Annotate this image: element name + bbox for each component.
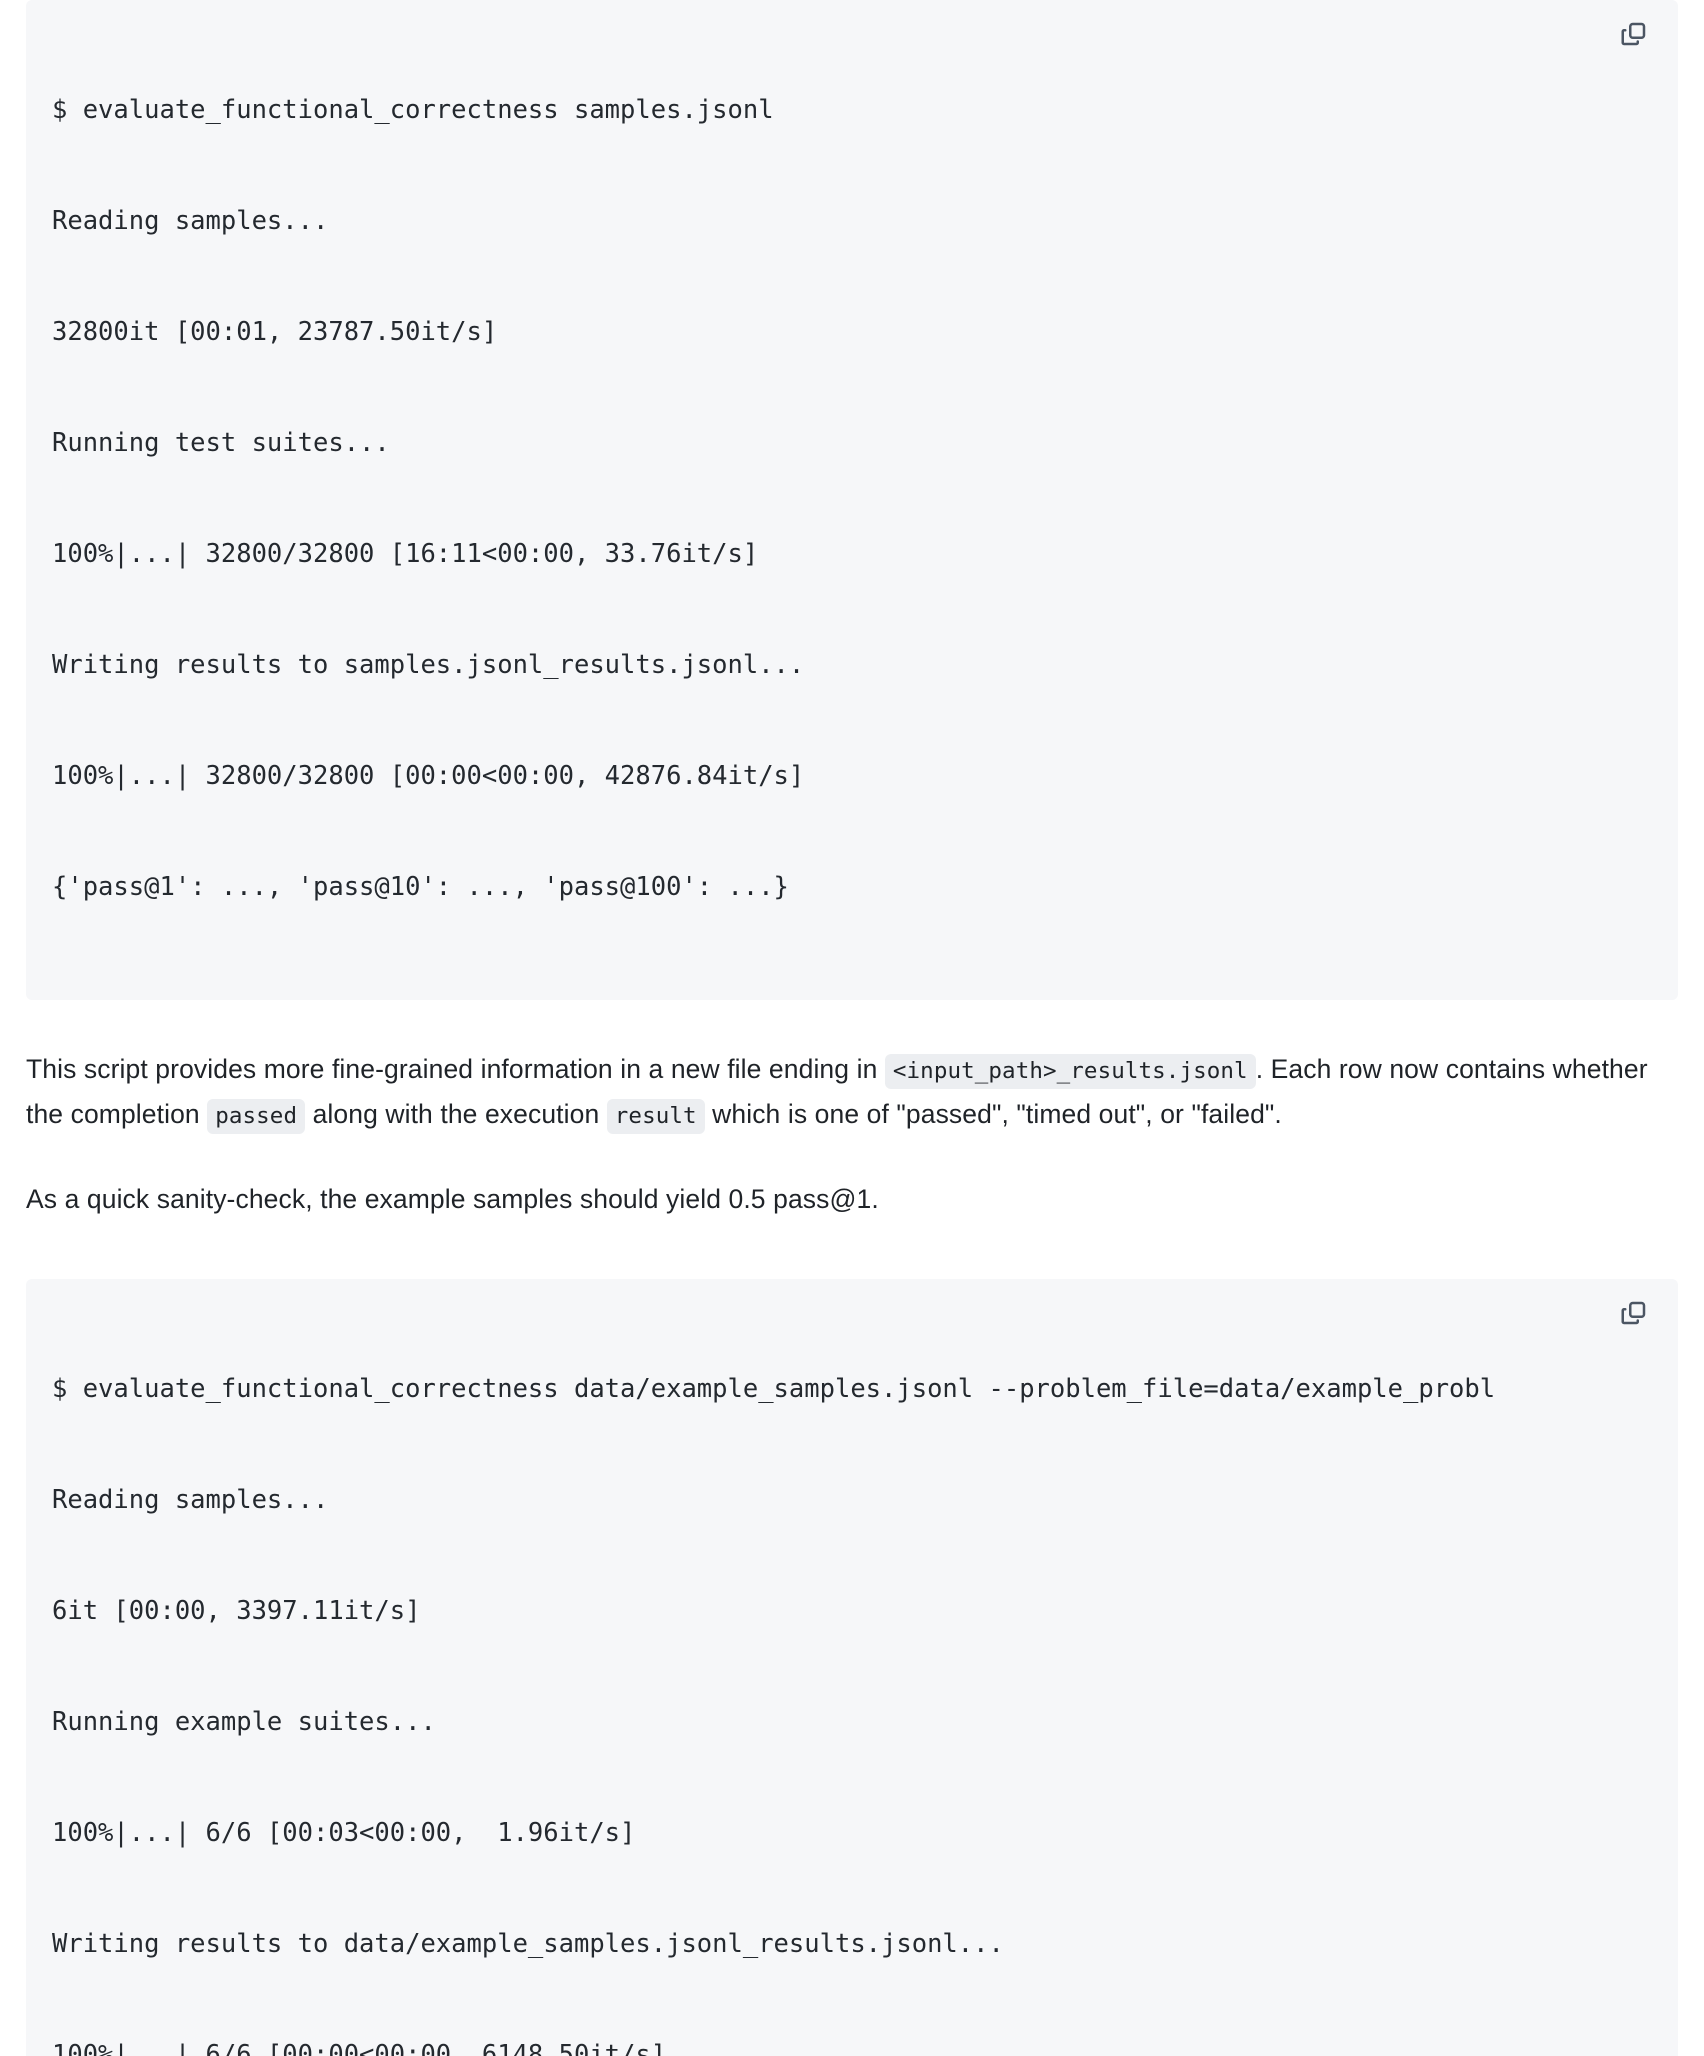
paragraph-text-part-4: which is one of "passed", "timed out", o…: [704, 1099, 1282, 1129]
paragraph-text-part-3: along with the execution: [305, 1099, 607, 1129]
code-line: Running example suites...: [52, 1707, 436, 1737]
code-line: $ evaluate_functional_correctness sample…: [52, 95, 774, 125]
copy-icon-button-2[interactable]: [1616, 1295, 1652, 1331]
inline-code-result: result: [606, 1099, 705, 1134]
inline-code-passed: passed: [207, 1099, 306, 1134]
code-line: Writing results to data/example_samples.…: [52, 1929, 1004, 1959]
code-line: Writing results to samples.jsonl_results…: [52, 650, 805, 680]
code-line: {'pass@1': ..., 'pass@10': ..., 'pass@10…: [52, 872, 789, 902]
code-line: 100%|...| 6/6 [00:00<00:00, 6148.50it/s]: [52, 2040, 667, 2056]
copy-icon: [1619, 19, 1649, 49]
code-line: $ evaluate_functional_correctness data/e…: [52, 1374, 1496, 1404]
paragraph-text-part-1: This script provides more fine-grained i…: [26, 1054, 885, 1084]
code-block-1-content: $ evaluate_functional_correctness sample…: [52, 18, 1652, 980]
code-line: 6it [00:00, 3397.11it/s]: [52, 1596, 421, 1626]
code-line: 32800it [00:01, 23787.50it/s]: [52, 317, 498, 347]
code-line: 100%|...| 32800/32800 [00:00<00:00, 4287…: [52, 761, 805, 791]
inline-code-input-path: <input_path>_results.jsonl: [884, 1054, 1256, 1089]
code-line: 100%|...| 32800/32800 [16:11<00:00, 33.7…: [52, 539, 759, 569]
code-line: Running test suites...: [52, 428, 390, 458]
code-line: 100%|...| 6/6 [00:03<00:00, 1.96it/s]: [52, 1818, 636, 1848]
code-block-2-content: $ evaluate_functional_correctness data/e…: [52, 1297, 1652, 2056]
copy-icon: [1619, 1298, 1649, 1328]
copy-icon-button-1[interactable]: [1616, 16, 1652, 52]
code-line: Reading samples...: [52, 206, 329, 236]
code-block-2: $ evaluate_functional_correctness data/e…: [26, 1279, 1678, 2056]
paragraph-script-description: This script provides more fine-grained i…: [26, 1048, 1678, 1138]
paragraph-sanity-check: As a quick sanity-check, the example sam…: [26, 1184, 879, 1214]
code-block-1: $ evaluate_functional_correctness sample…: [26, 0, 1678, 1000]
code-line: Reading samples...: [52, 1485, 329, 1515]
